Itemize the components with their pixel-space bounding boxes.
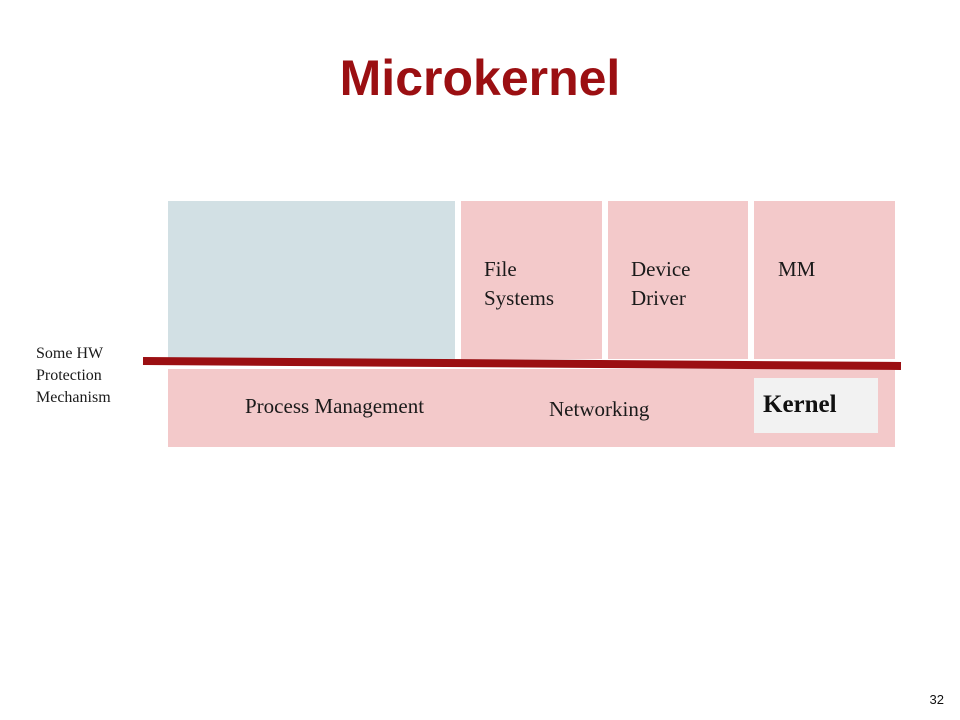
hw-protection-label: Some HW Protection Mechanism: [36, 345, 111, 406]
file-systems-box: File Systems: [461, 201, 602, 359]
kernel-band: Process Management Networking Kernel: [168, 369, 895, 447]
device-driver-label: Device Driver: [631, 257, 691, 310]
networking-label: Networking: [549, 397, 650, 421]
user-space-area: [168, 201, 455, 359]
page-number: 32: [929, 692, 944, 707]
memory-management-box: MM: [754, 201, 895, 359]
memory-management-label: MM: [778, 257, 816, 281]
slide-title: Microkernel: [339, 50, 621, 106]
device-driver-box: Device Driver: [608, 201, 748, 359]
hw-protection-line: [142, 357, 902, 370]
kernel-label: Kernel: [763, 391, 837, 418]
file-systems-label: File Systems: [484, 257, 555, 310]
process-management-label: Process Management: [245, 394, 425, 418]
kernel-tag: Kernel: [754, 378, 878, 433]
